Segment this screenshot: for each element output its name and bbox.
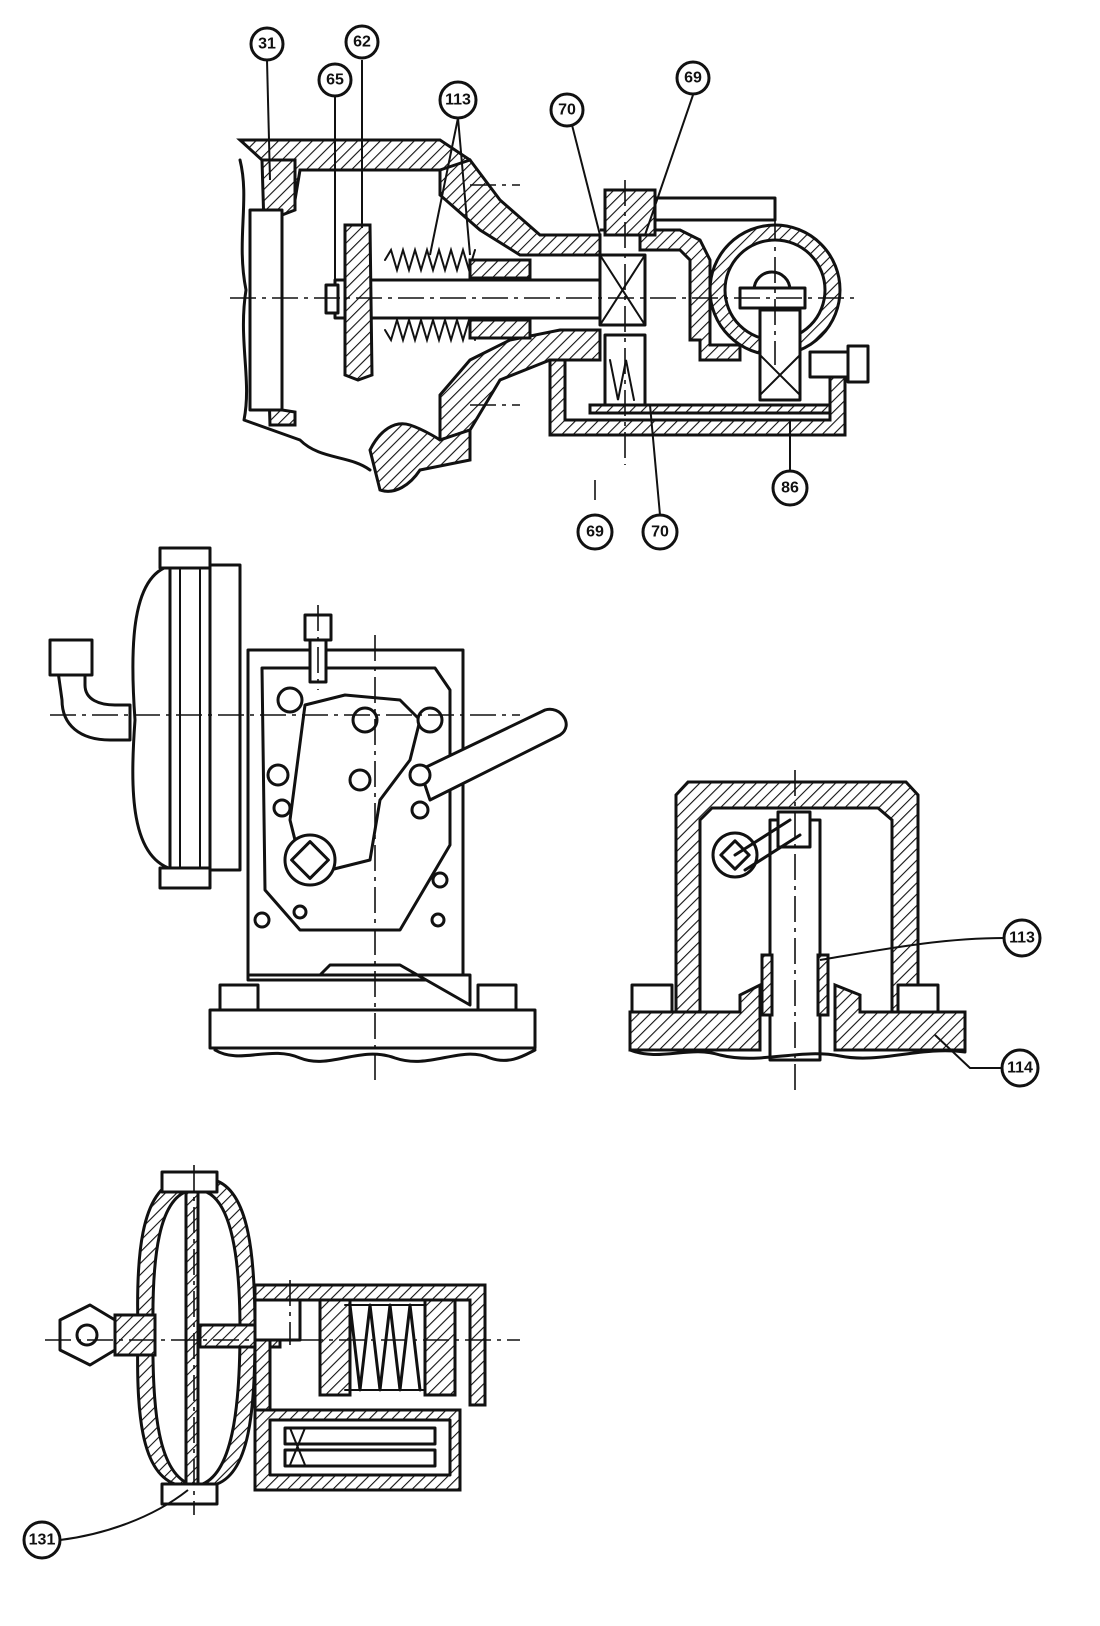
- spring-bushing: [468, 258, 532, 280]
- inlet-fitting: [48, 638, 94, 677]
- gearbox-housing: [600, 228, 742, 362]
- shaft: [333, 278, 607, 320]
- switch-block: [758, 308, 802, 402]
- leader-lines: [59, 59, 1006, 1541]
- callout-69-bottom: 69: [576, 513, 614, 551]
- lower-housing-break: [368, 422, 472, 493]
- body-screws: [253, 686, 449, 929]
- callout-86: 86: [771, 469, 809, 507]
- callout-62: 62: [344, 24, 380, 60]
- diaphragm-flange: [168, 558, 212, 882]
- stem-coupling: [776, 810, 812, 849]
- svg-text:86: 86: [781, 480, 799, 497]
- svg-text:69: 69: [586, 524, 604, 541]
- handle: [418, 707, 568, 802]
- bearing-ring: [248, 208, 284, 412]
- gland-packing: [760, 953, 774, 1017]
- valve-spool-2: [283, 1448, 437, 1468]
- base-plate: [208, 1008, 537, 1050]
- base-nut-right: [476, 983, 518, 1012]
- callout-113-right: 113: [1002, 918, 1042, 958]
- right-section-view: [628, 770, 967, 1090]
- gland-packing-right: [816, 953, 830, 1017]
- lower-bolt-bottom: [160, 1482, 219, 1506]
- gland-nut-right: [896, 983, 940, 1014]
- svg-text:113: 113: [445, 92, 471, 109]
- nut-65: [324, 283, 340, 315]
- svg-text:65: 65: [326, 72, 344, 89]
- callout-65: 65: [317, 62, 353, 98]
- housing-break-left: [238, 158, 372, 472]
- lever-link: [733, 818, 802, 872]
- svg-text:131: 131: [29, 1532, 56, 1549]
- valve-spool: [283, 1426, 437, 1446]
- spring-cap: [318, 1298, 352, 1397]
- mounting-base: [248, 963, 472, 1007]
- spring-end: [423, 1298, 457, 1397]
- callout-70-bottom: 70: [641, 513, 679, 551]
- adjust-screw: [808, 350, 852, 379]
- bottom-section-view: [45, 1165, 520, 1515]
- top-section-view: [230, 138, 870, 500]
- svg-text:113: 113: [1009, 930, 1035, 947]
- bolt-top: [158, 546, 212, 570]
- cone-housing: [438, 158, 602, 257]
- svg-text:62: 62: [353, 34, 371, 51]
- disc-62: [343, 223, 374, 382]
- svg-text:70: 70: [651, 524, 669, 541]
- callout-31: 31: [249, 26, 285, 62]
- lever-arm: [653, 196, 777, 222]
- lower-bolt-top: [160, 1170, 219, 1194]
- svg-text:114: 114: [1007, 1060, 1033, 1077]
- square-shaft: [290, 840, 330, 880]
- spring-113: [384, 246, 476, 344]
- yoke-base-right: [833, 982, 967, 1052]
- adjust-screw-head: [846, 344, 870, 384]
- compression-spring: [344, 1303, 426, 1392]
- lower-inlet-body: [113, 1313, 157, 1357]
- port-block: [253, 1298, 302, 1342]
- svg-text:70: 70: [558, 102, 576, 119]
- callout-131: 131: [22, 1520, 62, 1560]
- bolt-bottom: [158, 866, 212, 890]
- diaphragm-plate: [184, 1183, 200, 1487]
- callout-70-top: 70: [549, 92, 585, 128]
- base-rail: [588, 403, 832, 415]
- spring-bushing-lower: [468, 318, 532, 340]
- svg-text:31: 31: [258, 36, 276, 53]
- callout-114: 114: [1000, 1048, 1040, 1088]
- gland-nut-left: [630, 983, 674, 1014]
- svg-text:69: 69: [684, 70, 702, 87]
- base-nut-left: [218, 983, 260, 1012]
- front-view: [48, 546, 568, 1080]
- callout-113-top: 113: [438, 80, 478, 120]
- callout-69-top: 69: [675, 60, 711, 96]
